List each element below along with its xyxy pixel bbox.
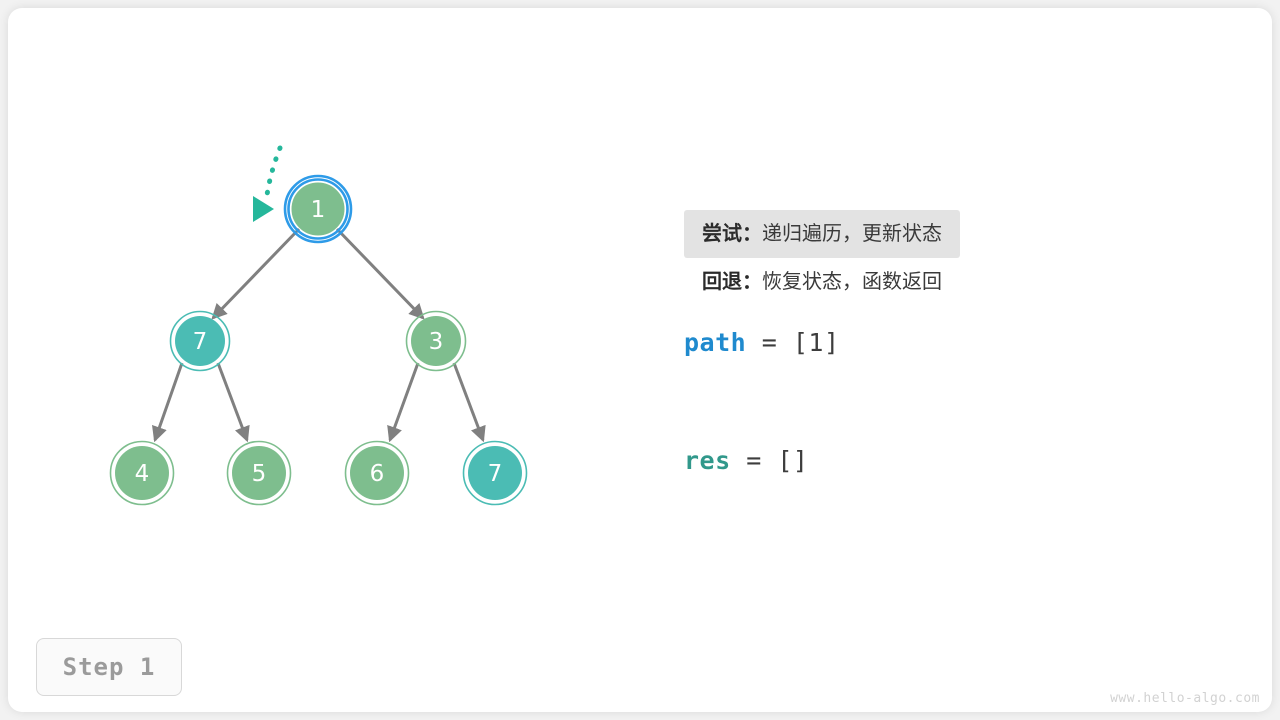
path-value: [1] xyxy=(792,328,840,357)
site-watermark: www.hello-algo.com xyxy=(1110,691,1260,706)
node-4-outline xyxy=(109,440,175,506)
edge-7L-to-4 xyxy=(152,362,184,443)
tree-edges xyxy=(152,227,486,443)
state-res-row: res = [] xyxy=(684,446,808,475)
node-7R-label: 7 xyxy=(488,461,503,487)
node-3-outline xyxy=(405,310,467,372)
try-line: 尝试：递归遍历，更新状态 xyxy=(684,210,960,258)
tree-node-1[interactable]: 1 xyxy=(283,174,353,244)
node-7R-outline xyxy=(462,440,528,506)
edge-3-to-7R xyxy=(452,362,486,443)
node-7L-outline xyxy=(169,310,231,372)
edge-1-to-7L xyxy=(211,227,301,320)
back-line: 回退：恢复状态，函数返回 xyxy=(684,258,960,306)
node-7L-body xyxy=(175,316,225,366)
node-6-outline xyxy=(344,440,410,506)
res-equals: = xyxy=(730,446,778,475)
node-3-label: 3 xyxy=(429,329,444,355)
node-7L-label: 7 xyxy=(193,329,208,355)
path-equals: = xyxy=(746,328,793,357)
node-6-body xyxy=(350,446,404,500)
node-5-label: 5 xyxy=(252,461,267,487)
edge-1-to-3 xyxy=(335,227,425,320)
pointer-dotted-curve xyxy=(263,145,283,205)
state-path-row: path = [1] xyxy=(684,328,840,357)
node-1-highlight-ring xyxy=(283,174,353,244)
tree-node-7-right[interactable]: 7 xyxy=(462,440,528,506)
tree-node-6[interactable]: 6 xyxy=(344,440,410,506)
node-3-body xyxy=(411,316,461,366)
tree-node-3[interactable]: 3 xyxy=(405,310,467,372)
node-1-inner-ring xyxy=(287,178,349,240)
try-label: 尝试： xyxy=(702,221,762,245)
node-4-label: 4 xyxy=(135,461,150,487)
edge-7L-to-5 xyxy=(216,362,250,443)
res-value: [] xyxy=(777,446,809,475)
node-1-label: 1 xyxy=(311,197,326,223)
back-line-wrapper: 回退：恢复状态，函数返回 xyxy=(684,258,1204,306)
step-badge: Step 1 xyxy=(36,638,182,696)
pointer-arrowhead-icon xyxy=(253,196,274,222)
tree-node-4[interactable]: 4 xyxy=(109,440,175,506)
back-label: 回退： xyxy=(702,269,762,293)
step-label: Step 1 xyxy=(62,653,156,681)
tree-node-7-left[interactable]: 7 xyxy=(169,310,231,372)
node-6-label: 6 xyxy=(370,461,385,487)
node-7R-body xyxy=(468,446,522,500)
algorithm-info-panel: 尝试：递归遍历，更新状态 回退：恢复状态，函数返回 xyxy=(684,210,1204,306)
node-4-body xyxy=(115,446,169,500)
recursion-entry-pointer xyxy=(253,145,283,222)
try-text: 递归遍历，更新状态 xyxy=(762,221,942,245)
node-5-body xyxy=(232,446,286,500)
res-variable-name: res xyxy=(684,446,731,475)
try-line-wrapper: 尝试：递归遍历，更新状态 xyxy=(684,210,1204,258)
content-card xyxy=(8,8,1272,712)
node-1-body xyxy=(291,182,345,236)
tree-node-5[interactable]: 5 xyxy=(226,440,292,506)
edge-3-to-6 xyxy=(387,362,420,443)
path-variable-name: path xyxy=(684,328,747,357)
back-text: 恢复状态，函数返回 xyxy=(762,269,942,293)
node-5-outline xyxy=(226,440,292,506)
